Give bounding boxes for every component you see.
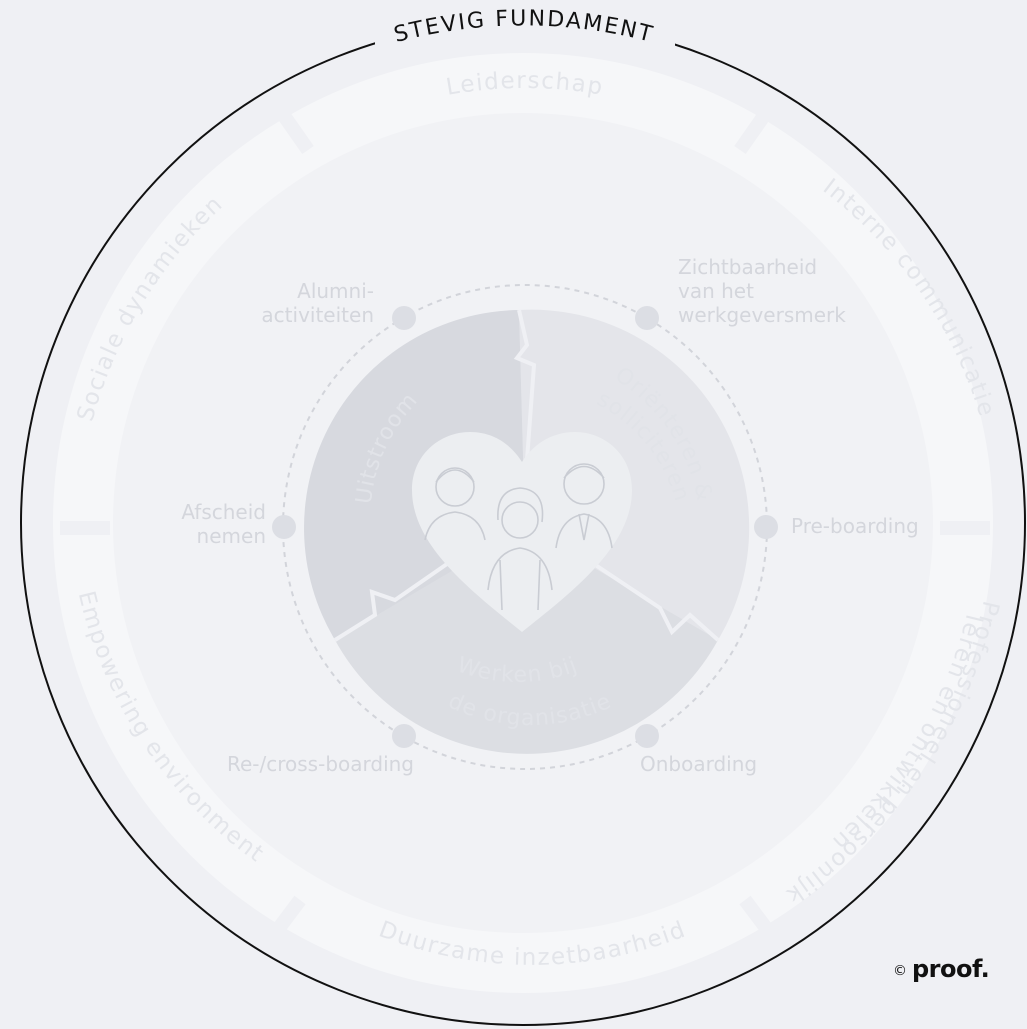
separator-right: [568, 546, 720, 642]
touchpoint-dots: [272, 306, 778, 748]
brand-name: proof.: [912, 955, 989, 983]
separator-top: [513, 309, 537, 529]
label-farewell-line2: nemen: [197, 524, 266, 548]
copyright-symbol: ©: [893, 963, 907, 979]
label-onboarding: Onboarding: [640, 752, 757, 776]
heart-illustration: [412, 432, 632, 632]
dot-alumni: [392, 306, 416, 330]
label-alumni-line1: Alumni-: [297, 279, 374, 303]
dot-reboarding: [392, 724, 416, 748]
label-employer-brand-line3: werkgeversmerk: [678, 303, 846, 327]
label-alumni-line2: activiteiten: [261, 303, 374, 327]
dot-onboarding: [635, 724, 659, 748]
title-gap: [375, 12, 675, 52]
label-employer-brand-line1: Zichtbaarheid: [678, 255, 817, 279]
separator-left: [333, 546, 472, 642]
ring-separators: [60, 105, 990, 945]
phase-pie: [304, 309, 750, 754]
label-reboarding: Re-/cross-boarding: [227, 752, 414, 776]
heart-shape: [412, 432, 632, 632]
dot-farewell: [272, 515, 296, 539]
dot-employer-brand: [635, 306, 659, 330]
label-preboarding: Pre-boarding: [791, 514, 919, 538]
people-icon: [424, 463, 613, 611]
dot-preboarding: [754, 515, 778, 539]
label-employer-brand-line2: van het: [678, 279, 754, 303]
label-farewell-line1: Afscheid: [181, 500, 266, 524]
